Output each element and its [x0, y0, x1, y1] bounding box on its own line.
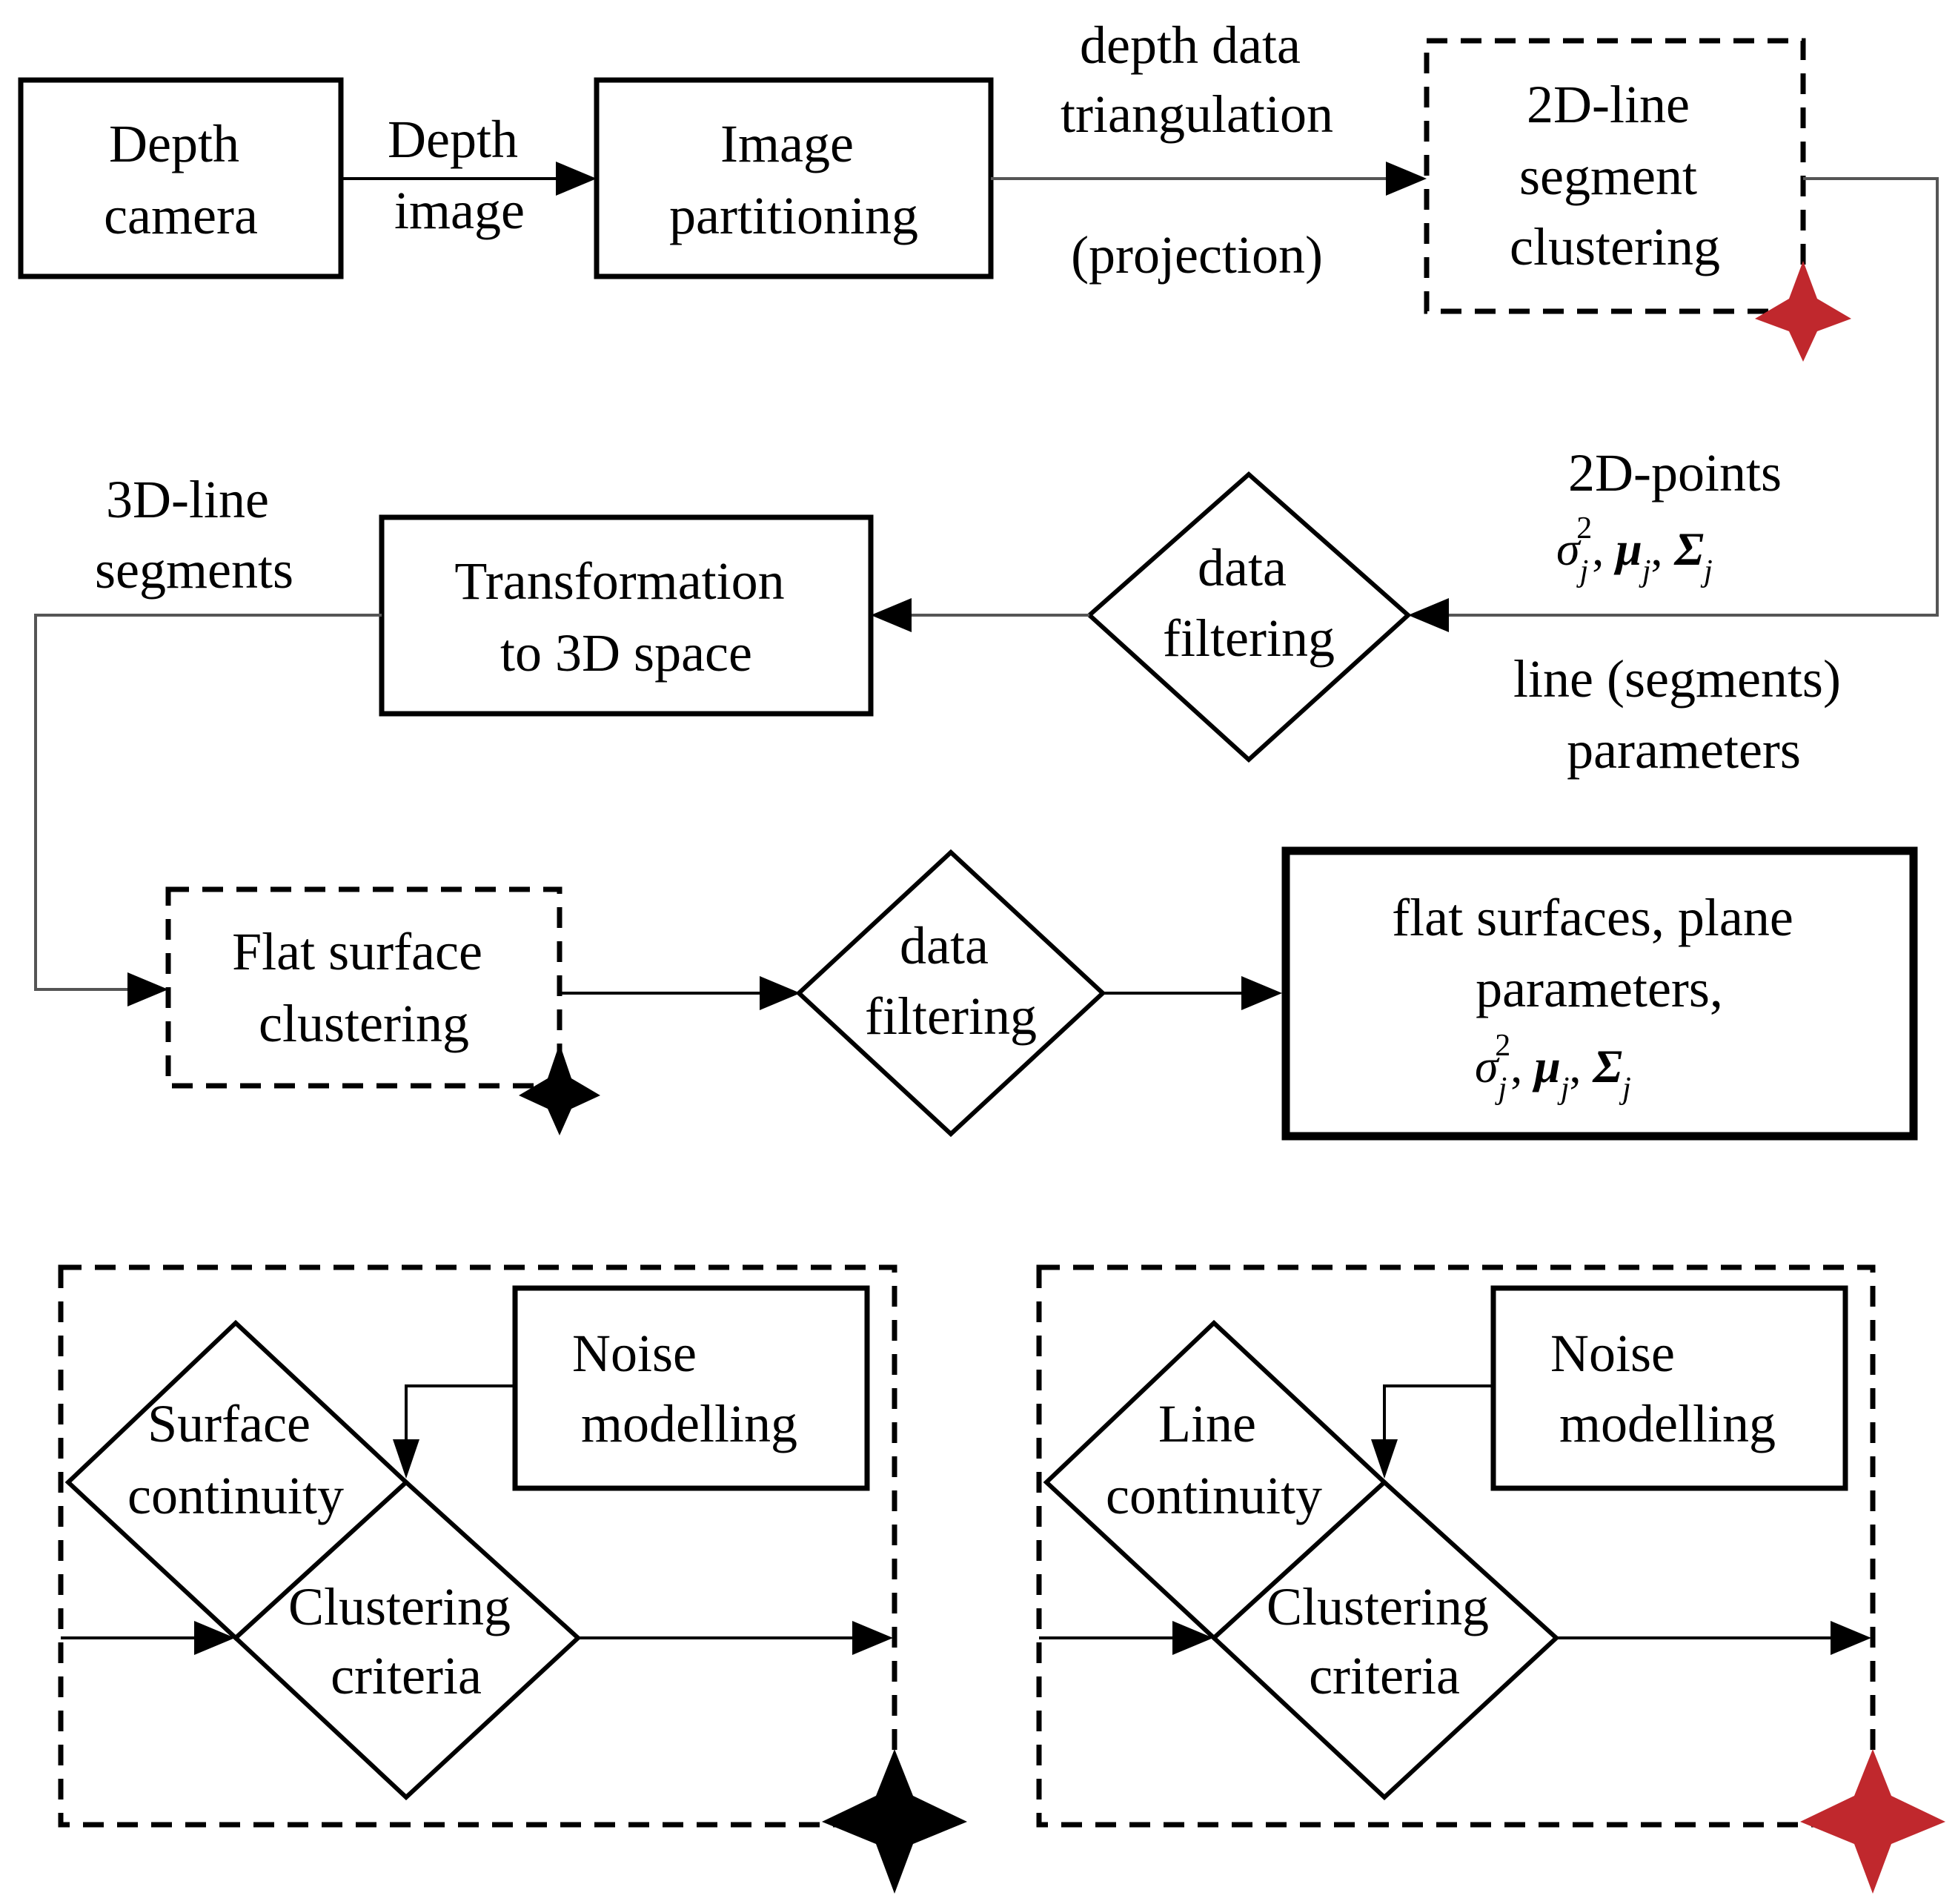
arrowhead [1172, 1621, 1213, 1655]
transformation-label: Transformation to 3D space [454, 551, 797, 683]
edge-label-triangulation: depth data triangulation [1061, 16, 1333, 144]
arrowhead [556, 162, 597, 196]
edge-label-3d-segments: 3D-line segments [95, 470, 293, 600]
detail-line-clustering: Noise modelling Line continuity Clusteri… [1036, 1264, 1945, 1894]
clustering-criteria-diamond-left [232, 1479, 582, 1801]
output-box [1281, 846, 1918, 1141]
noise-modelling-label-right: Noise modelling [1550, 1324, 1776, 1453]
edge-label-projection: (projection) [1071, 225, 1323, 285]
transformation-box [379, 514, 874, 717]
arrowhead [1386, 162, 1427, 196]
black-star-marker-large [822, 1749, 967, 1894]
depth-camera-box [18, 77, 344, 279]
noise-modelling-box-right [1490, 1285, 1848, 1491]
output-parameters-symbols: σj2,μj,Σj [1475, 1029, 1631, 1106]
detail-left-frame [58, 1264, 897, 1828]
arrowhead [760, 976, 800, 1010]
clustering-criteria-diamond-right [1210, 1479, 1560, 1801]
flat-surface-clustering-box [165, 886, 562, 1089]
edge-noise-to-criteria-right [1383, 1384, 1493, 1439]
arrowhead [871, 598, 912, 632]
edge-label-parameters-symbols: σj2,μj,Σj [1556, 511, 1713, 588]
edge-line-clustering-to-filtering [1449, 177, 1939, 617]
data-filtering-label-2: data filtering [865, 916, 1037, 1046]
line-continuity-label: Line continuity [1106, 1394, 1322, 1525]
data-filtering-diamond-1 [1086, 471, 1412, 763]
detail-right-frame [1036, 1264, 1876, 1828]
data-filtering-diamond-2 [795, 849, 1106, 1138]
arrowhead [1241, 976, 1282, 1010]
output-label: flat surfaces, plane parameters, [1392, 888, 1807, 1018]
arrowhead [1371, 1439, 1398, 1479]
arrowhead [852, 1621, 893, 1655]
line-clustering-label: 2D-line segment clustering [1510, 75, 1720, 276]
edge-label-depth-image: Depth image [388, 110, 531, 240]
arrowhead [127, 972, 168, 1006]
edge-noise-to-criteria-left [405, 1384, 515, 1439]
arrowhead [1831, 1621, 1871, 1655]
data-filtering-label-1: data filtering [1163, 538, 1335, 668]
noise-modelling-label-left: Noise modelling [572, 1324, 797, 1453]
clustering-criteria-label-left: Clustering criteria [288, 1577, 524, 1705]
arrowhead [393, 1439, 419, 1479]
line-clustering-box [1424, 38, 1806, 314]
red-star-marker [1755, 261, 1851, 362]
flat-surface-clustering-label: Flat surface clustering [232, 922, 496, 1053]
black-star-marker [519, 1044, 600, 1135]
edge-transformation-to-surface-clustering [34, 614, 382, 991]
surface-continuity-label: Surface continuity [127, 1394, 344, 1525]
detail-surface-clustering: Noise modelling Surface continuity Clust… [58, 1264, 967, 1894]
image-partitioning-box [594, 77, 994, 279]
edge-label-2d-points: 2D-points [1568, 443, 1782, 502]
arrowhead [194, 1621, 235, 1655]
arrowhead [1408, 598, 1449, 632]
image-partitioning-label: Image partitioning [669, 114, 918, 245]
depth-camera-label: Depth camera [104, 114, 258, 245]
red-star-marker-large [1800, 1749, 1945, 1894]
edge-label-line-params: line (segments) parameters [1513, 649, 1854, 780]
noise-modelling-box-left [512, 1285, 870, 1491]
clustering-criteria-label-right: Clustering criteria [1267, 1577, 1502, 1705]
